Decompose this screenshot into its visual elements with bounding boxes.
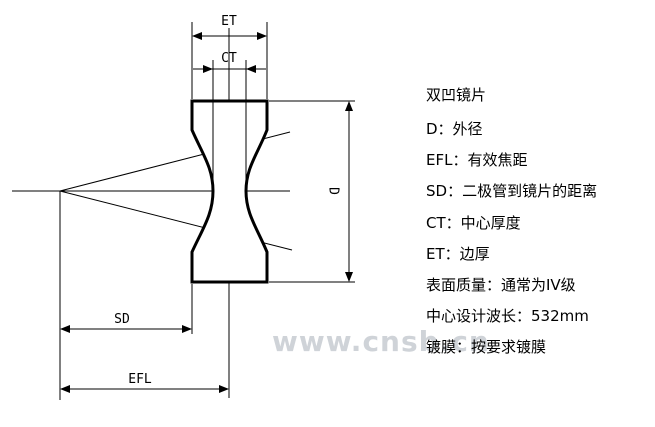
legend: 双凹镜片 D：外径 EFL：有效焦距 SD：二极管到镜片的距离 CT：中心厚度 …	[426, 80, 655, 364]
ct-label: CT	[221, 51, 237, 66]
legend-line-d: D：外径	[426, 120, 483, 138]
legend-line-sd: SD：二极管到镜片的距离	[426, 182, 598, 201]
efl-label: EFL	[128, 372, 152, 387]
et-label: ET	[221, 14, 237, 29]
legend-line-coating: 镀膜：按要求镀膜	[426, 338, 547, 357]
sd-label: SD	[114, 312, 130, 327]
legend-line-et: ET：边厚	[426, 244, 490, 263]
d-label: D	[326, 187, 341, 195]
watermark: www.cnsb.cn	[272, 325, 490, 358]
biconcave-lens	[190, 99, 269, 284]
legend-line-ct: CT：中心厚度	[426, 213, 521, 232]
legend-line-efl: EFL：有效焦距	[426, 151, 528, 170]
legend-line-wavelength: 中心设计波长：532mm	[426, 307, 589, 326]
ct-arrow-right	[246, 65, 256, 73]
ct-arrow-left	[203, 65, 213, 73]
legend-title: 双凹镜片	[426, 86, 487, 104]
legend-line-surface-quality: 表面质量：通常为IV级	[426, 275, 576, 294]
